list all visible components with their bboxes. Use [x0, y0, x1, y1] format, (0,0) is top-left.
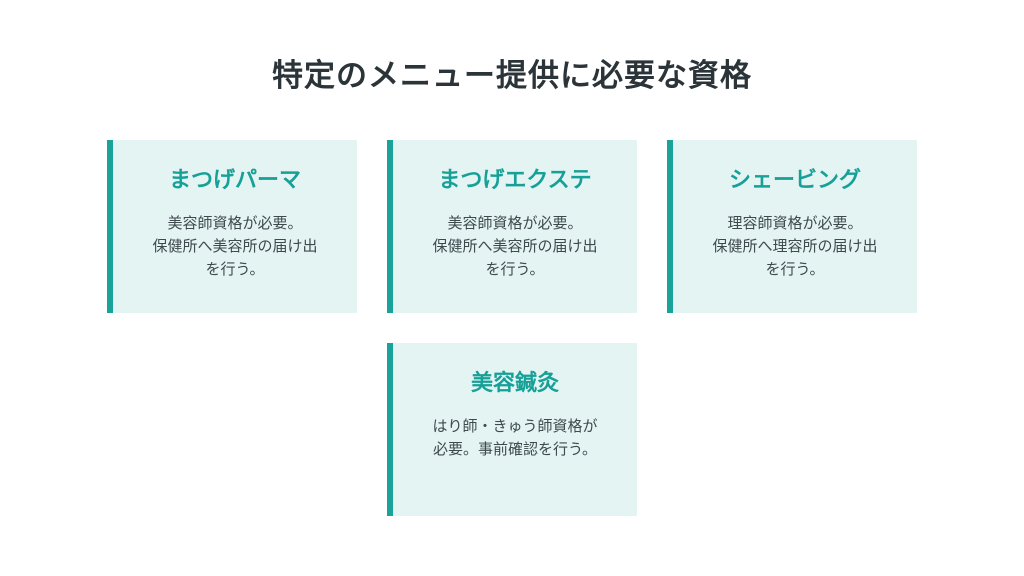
card-beauty-acupuncture: 美容鍼灸 はり師・きゅう師資格が 必要。事前確認を行う。	[387, 343, 637, 516]
card-title: まつげエクステ	[438, 168, 592, 193]
card-title: シェービング	[728, 168, 861, 193]
card-description-line: 必要。事前確認を行う。	[432, 440, 598, 458]
card-description-line: を行う。	[765, 260, 825, 278]
card-description-line: 保健所へ美容所の届け出	[432, 237, 598, 255]
card-description-line: 保健所へ美容所の届け出	[152, 237, 318, 255]
card-title: まつげパーマ	[168, 168, 301, 193]
card-description-line: を行う。	[205, 260, 265, 278]
card-eyelash-perm: まつげパーマ 美容師資格が必要。 保健所へ美容所の届け出 を行う。	[107, 140, 357, 313]
card-description-line: を行う。	[485, 260, 545, 278]
card-description-line: 美容師資格が必要。	[447, 214, 583, 232]
card-shaving: シェービング 理容師資格が必要。 保健所へ理容所の届け出 を行う。	[667, 140, 917, 313]
card-description: 美容師資格が必要。 保健所へ美容所の届け出 を行う。	[113, 212, 357, 281]
page-title: 特定のメニュー提供に必要な資格	[272, 58, 752, 94]
card-description: はり師・きゅう師資格が 必要。事前確認を行う。	[393, 415, 637, 461]
card-description-line: はり師・きゅう師資格が	[432, 417, 598, 435]
card-title: 美容鍼灸	[470, 371, 559, 396]
card-eyelash-extension: まつげエクステ 美容師資格が必要。 保健所へ美容所の届け出 を行う。	[387, 140, 637, 313]
card-description: 理容師資格が必要。 保健所へ理容所の届け出 を行う。	[673, 212, 917, 281]
card-description: 美容師資格が必要。 保健所へ美容所の届け出 を行う。	[393, 212, 637, 281]
card-description-line: 保健所へ理容所の届け出	[712, 237, 878, 255]
card-description-line: 理容師資格が必要。	[727, 214, 863, 232]
card-description-line: 美容師資格が必要。	[167, 214, 303, 232]
